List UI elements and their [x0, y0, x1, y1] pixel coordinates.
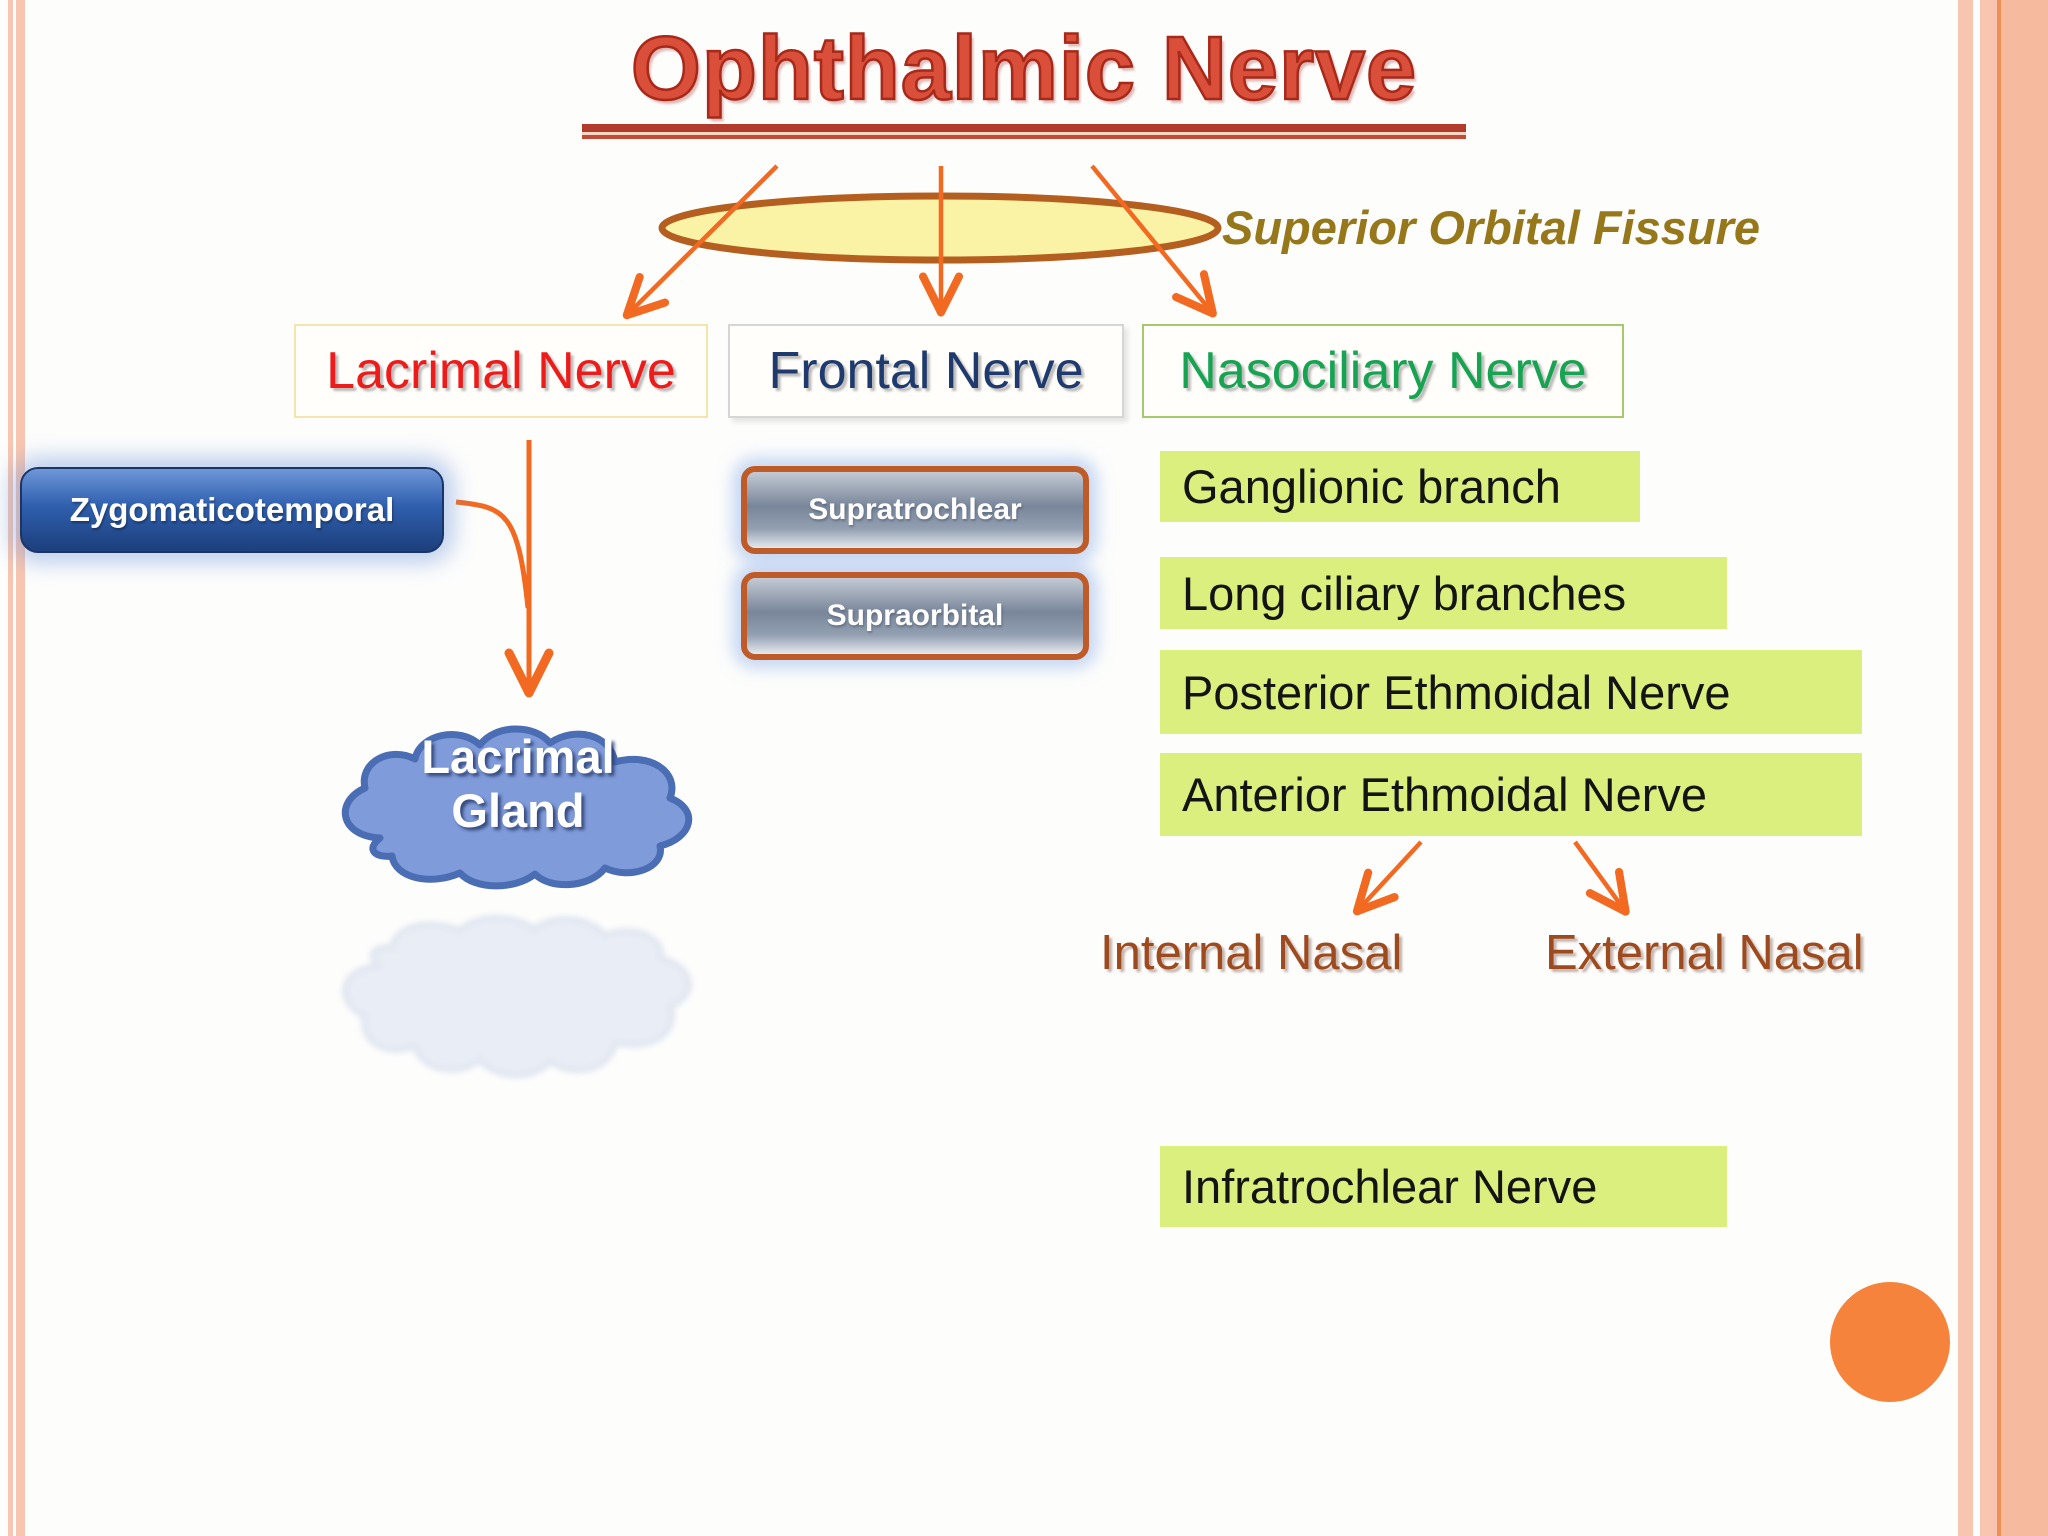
arrow-to-internal-nasal [1352, 840, 1423, 916]
left-frame-stripe [8, 0, 25, 1536]
page-title: Ophthalmic Nerve [630, 18, 1418, 121]
anterior-ethmoidal-nerve-label: Anterior Ethmoidal Nerve [1160, 753, 1862, 836]
arrow-to-lacrimal-nerve [622, 164, 779, 320]
arrow-to-nasociliary-nerve [1090, 164, 1217, 318]
zygomaticotemporal-connector-curve [455, 499, 531, 609]
nasociliary-nerve-box: Nasociliary Nerve [1142, 324, 1624, 418]
lacrimal-gland-reflection [318, 903, 718, 1088]
lacrimal-gland-line1: Lacrimal [421, 730, 615, 783]
ganglionic-branch-label: Ganglionic branch [1160, 451, 1640, 522]
lacrimal-gland-line2: Gland [451, 784, 585, 838]
supratrochlear-button: Supratrochlear [741, 466, 1089, 554]
internal-nasal-label: Internal Nasal [1100, 926, 1403, 980]
superior-orbital-fissure-label: Superior Orbital Fissure [1222, 201, 1761, 254]
cloud-shape [341, 725, 693, 890]
arrow-to-external-nasal [1573, 840, 1630, 916]
long-ciliary-branches-label: Long ciliary branches [1160, 557, 1727, 629]
posterior-ethmoidal-nerve-label: Posterior Ethmoidal Nerve [1160, 650, 1862, 734]
accent-circle [1830, 1282, 1950, 1402]
title-underline [582, 124, 1466, 139]
frontal-nerve-box: Frontal Nerve [728, 324, 1124, 418]
right-frame-stripe-wide [1980, 0, 2048, 1536]
right-frame-stripe-thin [1958, 0, 1973, 1536]
supraorbital-button: Supraorbital [741, 572, 1089, 660]
infratrochlear-nerve-label: Infratrochlear Nerve [1160, 1146, 1727, 1227]
lacrimal-gland-cloud: Lacrimal Gland [318, 716, 718, 901]
external-nasal-label: External Nasal [1545, 926, 1864, 980]
zygomaticotemporal-button: Zygomaticotemporal [20, 467, 444, 553]
superior-orbital-fissure-ellipse [658, 192, 1222, 264]
lacrimal-gland-label: Lacrimal Gland [318, 730, 718, 838]
lacrimal-nerve-box: Lacrimal Nerve [294, 324, 708, 418]
